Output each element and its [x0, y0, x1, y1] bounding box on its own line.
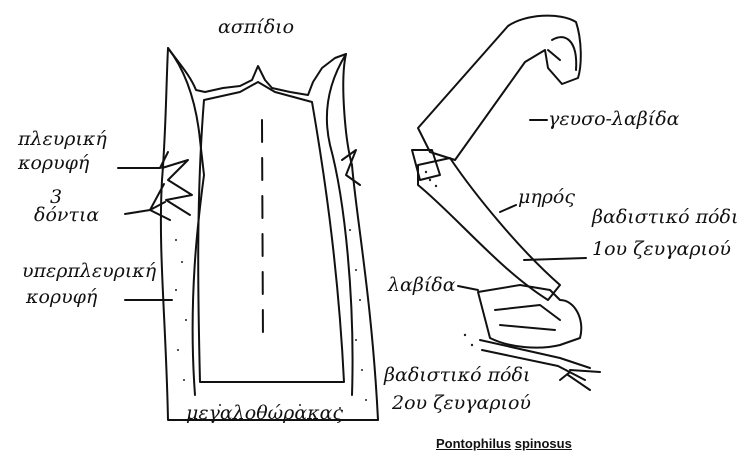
carapace-inner-panel [198, 82, 344, 382]
stipple-dot [181, 261, 183, 263]
stipple-dot [425, 171, 427, 173]
leader-lavida [458, 286, 478, 290]
label-vadistiko2-line1: βαδιστικό πόδι [384, 366, 530, 385]
stipple-dot [435, 185, 437, 187]
label-yperpleuriki-line2: κορυφή [26, 288, 97, 307]
species-caption: Pontophilus spinosus [436, 436, 572, 451]
label-yperpleuriki-line1: υπερπλευρική [22, 262, 156, 281]
leader-miros [500, 205, 516, 212]
upper-claw-tip [548, 37, 576, 70]
lower-claw [478, 285, 581, 348]
stipple-dot [175, 239, 177, 241]
label-vadistiko1-line2: 1ου ζευγαριού [592, 240, 731, 259]
stipple-dot [464, 334, 466, 336]
label-vadistiko2-line2: 2ου ζευγαριού [392, 394, 531, 413]
stipple-dot [429, 179, 431, 181]
label-aspidio: ασπίδιο [218, 18, 294, 37]
stipple-dot [175, 289, 177, 291]
stipple-dot [177, 349, 179, 351]
stipple-dot [349, 229, 351, 231]
caption-species: spinosus [515, 436, 572, 451]
stipple-dot [355, 269, 357, 271]
label-dontia-line2: δόντια [34, 206, 99, 225]
stipple-dot [355, 339, 357, 341]
stipple-dot [361, 369, 363, 371]
label-megalothorakas: μεγαλοθώρακας [186, 404, 343, 423]
leader-pleuriki [118, 152, 168, 168]
label-gefsolavida: γευσο-λαβίδα [548, 110, 680, 129]
caption-genus: Pontophilus [436, 436, 511, 451]
stipple-dot [365, 399, 367, 401]
right-teeth [342, 150, 360, 185]
label-vadistiko1-line1: βαδιστικό πόδι [592, 208, 738, 227]
label-pleuriki-line1: πλευρική [18, 130, 107, 149]
lower-claw-detail [495, 305, 560, 330]
label-miros: μηρός [518, 188, 575, 207]
leader-dontia [125, 184, 170, 220]
stipple-dot [359, 299, 361, 301]
label-lavida: λαβίδα [388, 276, 456, 295]
left-teeth [162, 160, 192, 215]
stipple-dot [185, 319, 187, 321]
stipple-dot [471, 344, 473, 346]
stipple-dot [183, 379, 185, 381]
carapace-median-line [262, 120, 263, 345]
label-pleuriki-line2: κορυφή [18, 154, 89, 173]
